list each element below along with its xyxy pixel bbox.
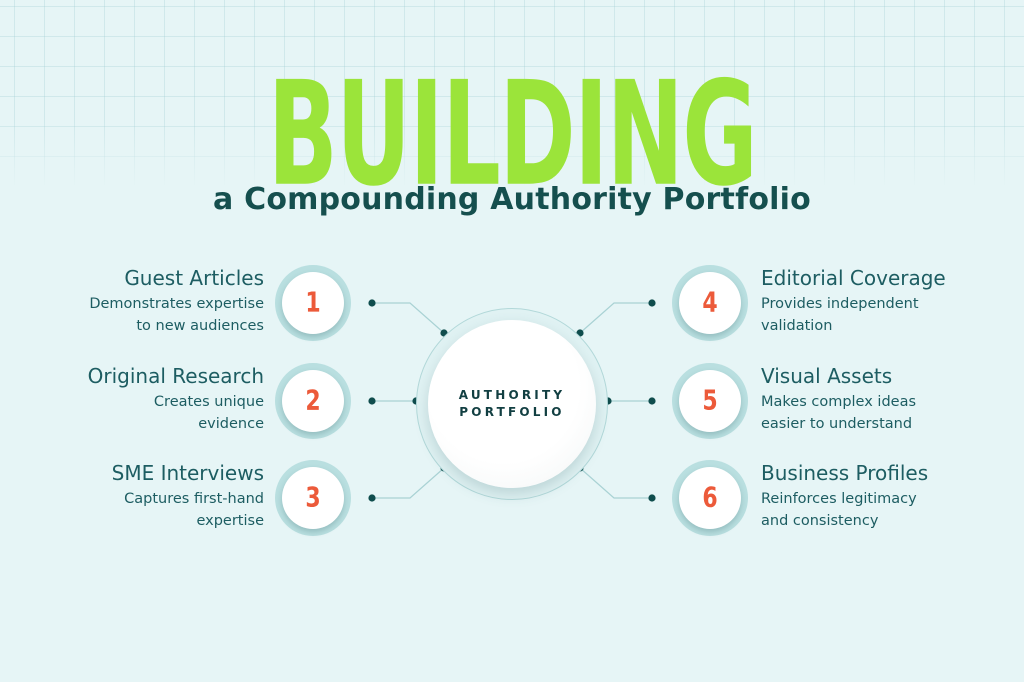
item-title: Visual Assets xyxy=(761,364,893,388)
item-desc-line2: expertise xyxy=(196,513,264,529)
connector-4 xyxy=(579,302,652,334)
item-number: 1 xyxy=(305,287,321,319)
item-desc-line1: Makes complex ideas xyxy=(761,394,917,410)
item-desc-line2: and consistency xyxy=(761,513,879,529)
item-desc-line2: easier to understand xyxy=(761,416,913,432)
item-title: Business Profiles xyxy=(761,461,929,485)
item-desc-line1: Provides independent xyxy=(761,296,919,312)
item-title: Guest Articles xyxy=(124,266,264,290)
connector-1 xyxy=(372,302,445,334)
item-number: 2 xyxy=(305,385,321,417)
number-badge: 3 xyxy=(275,460,351,536)
item-number: 6 xyxy=(702,482,718,514)
center-hub: AUTHORITY PORTFOLIO xyxy=(428,320,596,488)
number-badge: 2 xyxy=(275,363,351,439)
connector-dot xyxy=(648,397,656,405)
headline: BUILDING xyxy=(267,49,758,218)
grid-fade xyxy=(0,120,1024,190)
item-desc-line2: evidence xyxy=(198,416,264,432)
item-number: 5 xyxy=(702,385,718,417)
connector-dot xyxy=(368,494,376,502)
item-desc-line1: Captures first-hand xyxy=(124,491,264,507)
item-desc-line1: Reinforces legitimacy xyxy=(761,491,917,507)
number-badge: 1 xyxy=(275,265,351,341)
center-label-line2: PORTFOLIO xyxy=(459,405,565,419)
item-title: Original Research xyxy=(87,364,264,388)
number-badge: 4 xyxy=(672,265,748,341)
connector-dot xyxy=(648,299,656,307)
subtitle: a Compounding Authority Portfolio xyxy=(213,182,811,217)
item-number: 3 xyxy=(305,482,321,514)
item-desc-line1: Demonstrates expertise xyxy=(89,296,264,312)
item-desc-line2: to new audiences xyxy=(136,318,264,334)
item-desc-line1: Creates unique xyxy=(153,394,264,410)
number-badge: 6 xyxy=(672,460,748,536)
item-number: 4 xyxy=(702,287,718,319)
center-label-line1: AUTHORITY xyxy=(458,388,566,402)
connector-dot xyxy=(368,299,376,307)
connector-6 xyxy=(579,467,652,499)
item-desc-line2: validation xyxy=(761,318,833,334)
connector-3 xyxy=(372,467,445,499)
item-title: Editorial Coverage xyxy=(761,266,946,290)
connector-dot xyxy=(368,397,376,405)
number-badge: 5 xyxy=(672,363,748,439)
item-title: SME Interviews xyxy=(111,461,264,485)
connector-dot xyxy=(648,494,656,502)
